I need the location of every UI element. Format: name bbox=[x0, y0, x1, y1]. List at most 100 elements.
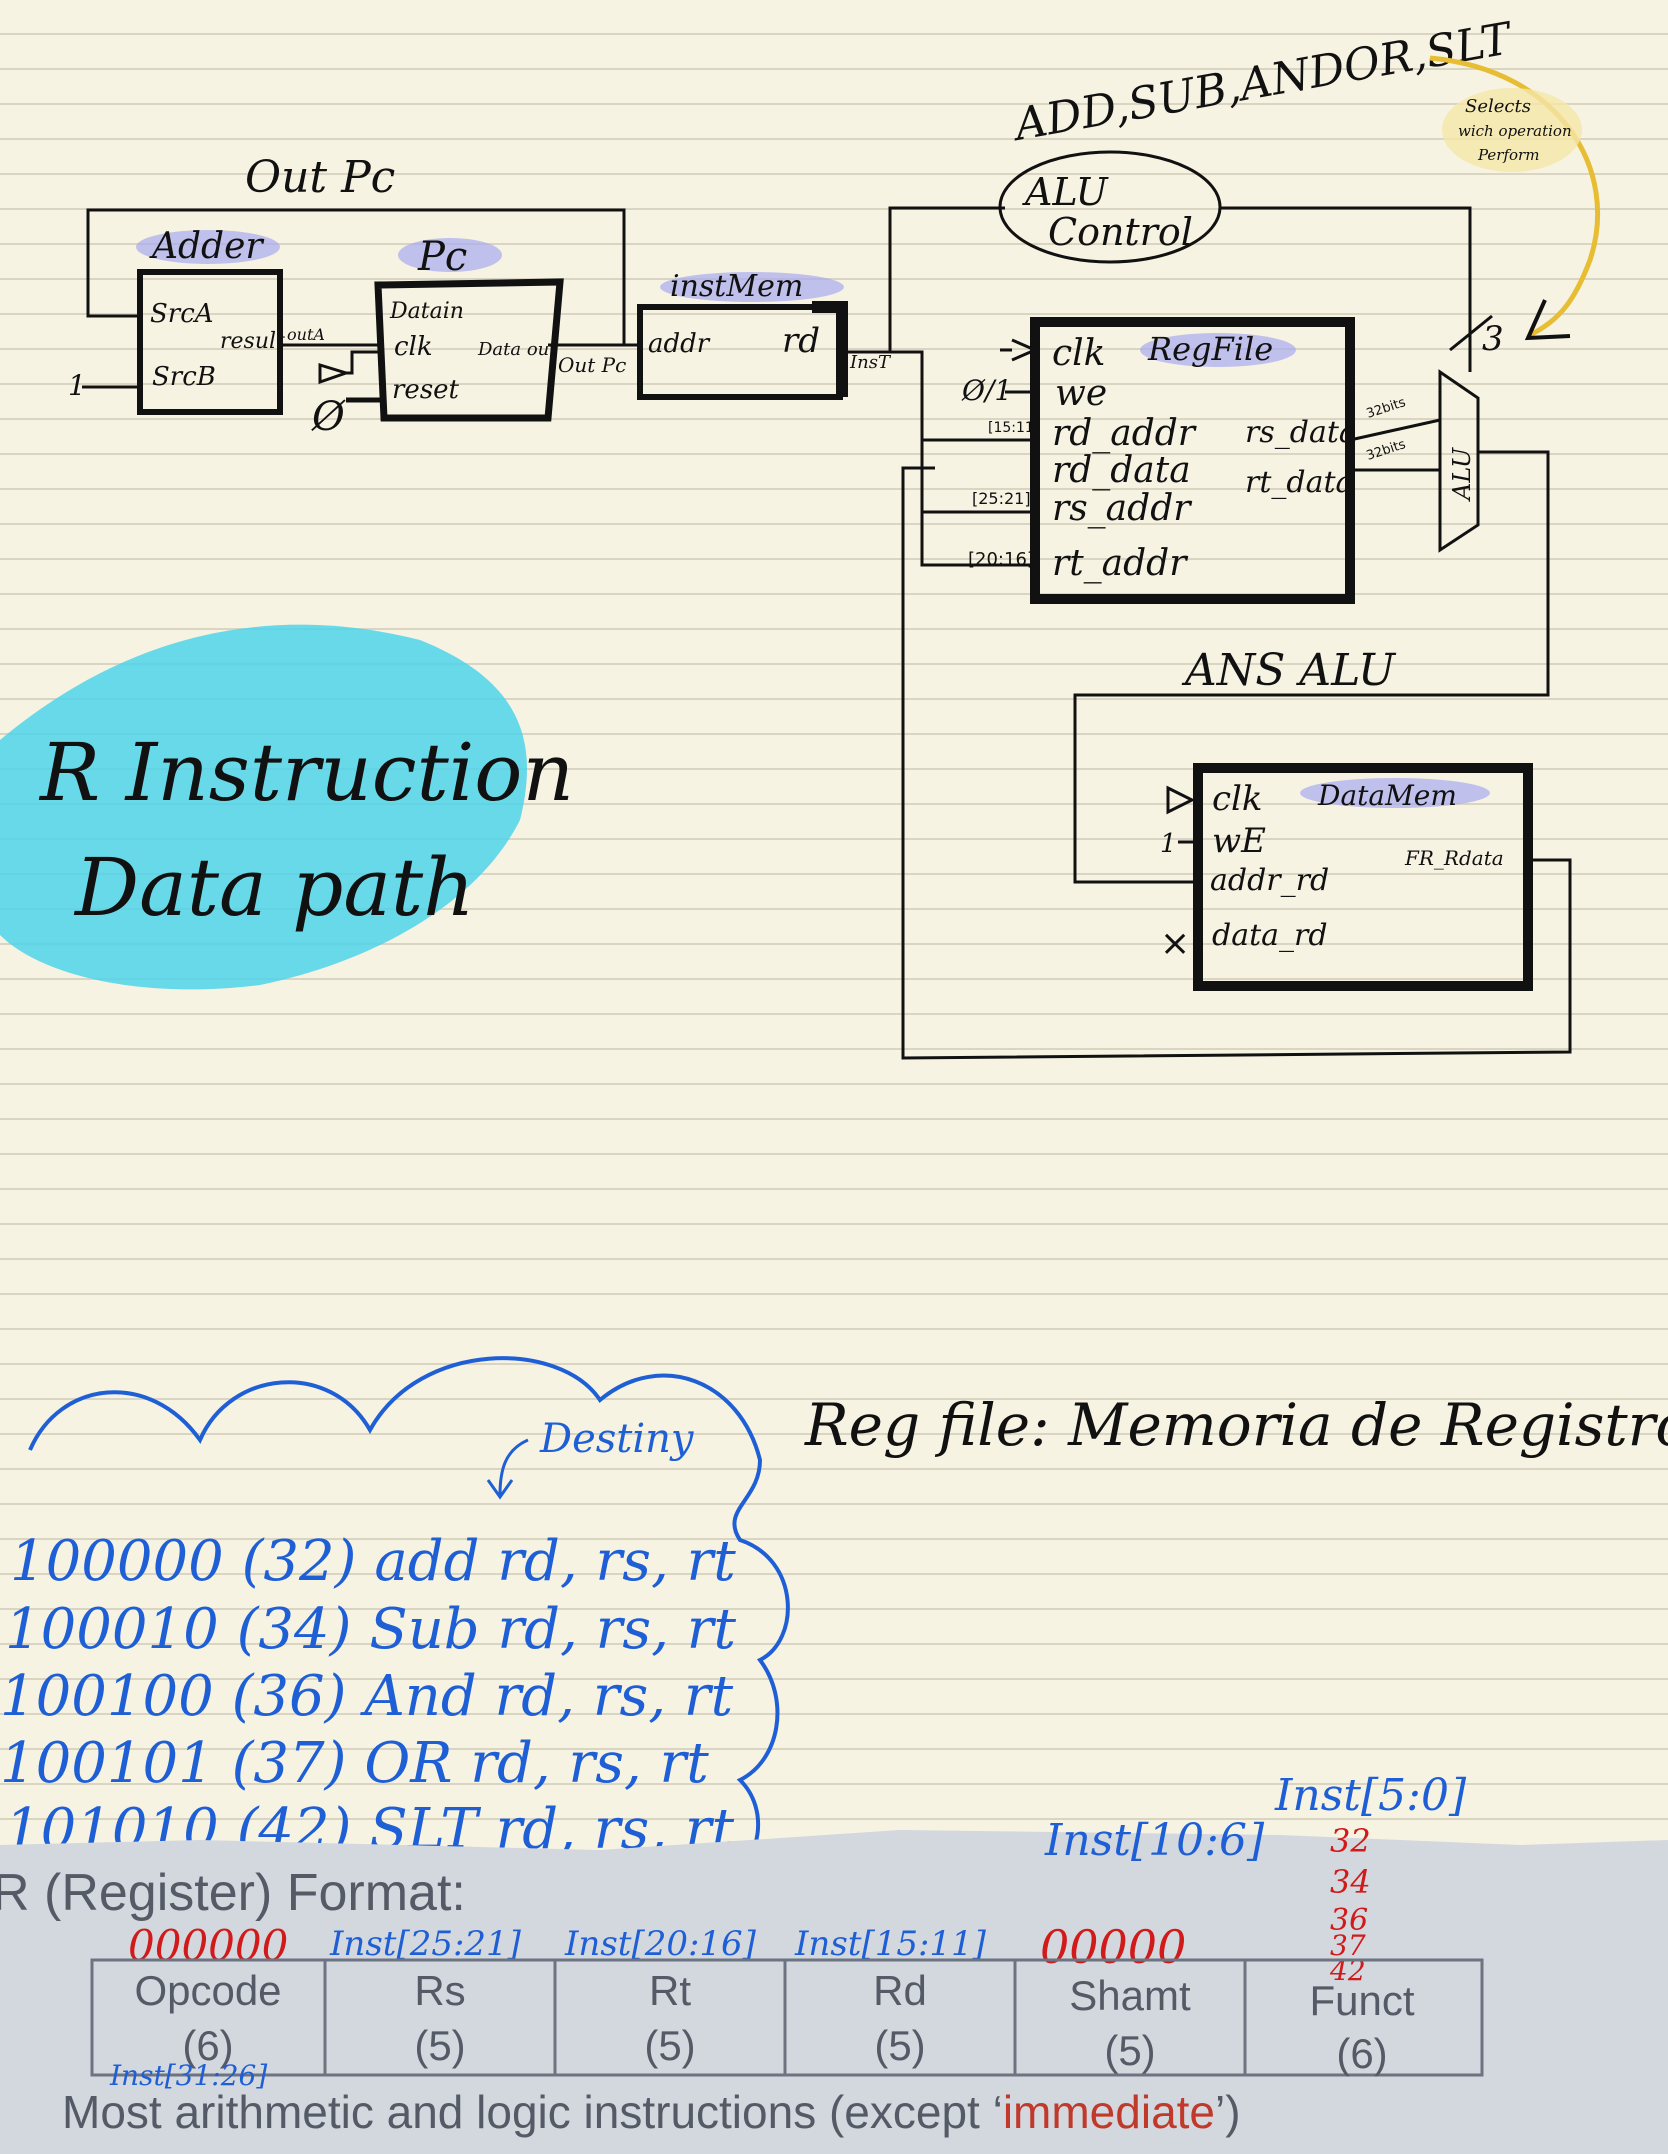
pc-block: Pc Datain clk reset Data out Ø Out Pc bbox=[311, 234, 640, 440]
datamem-title: DataMem bbox=[1317, 779, 1457, 812]
regfile-port-rd-data: rd_data bbox=[1052, 450, 1191, 491]
alu-control-line1: ALU bbox=[1022, 170, 1110, 214]
funct-value-34: 34 bbox=[1330, 1863, 1371, 1901]
pc-out-label: Out Pc bbox=[558, 353, 626, 377]
regfile-bits-rd: [15:11] bbox=[988, 420, 1039, 436]
regfile-width-rs: 32bits bbox=[1365, 395, 1408, 422]
regfile-port-clk: clk bbox=[1052, 333, 1106, 374]
field-opcode-name: Opcode bbox=[134, 1967, 281, 2014]
datamem-block: DataMem clk wE addr_rd data_rd FR_Rdata … bbox=[901, 466, 1572, 1060]
alu-control: ALU Control 3 bbox=[998, 150, 1504, 372]
instmem-rd: rd bbox=[782, 321, 820, 361]
destiny-label: Destiny bbox=[539, 1416, 695, 1462]
funct-value-32: 32 bbox=[1330, 1822, 1371, 1860]
footer-text-before: Most arithmetic and logic instructions (… bbox=[62, 2086, 1003, 2138]
field-rs-bits: (5) bbox=[414, 2022, 465, 2069]
datamem-x-mark: × bbox=[1160, 923, 1190, 964]
field-rd-bits: (5) bbox=[874, 2022, 925, 2069]
adder-port-b: SrcB bbox=[152, 362, 216, 392]
instmem-block: instMem addr rd InsT bbox=[637, 206, 1035, 567]
regfile-block: RegFile clk we rd_addr rd_data rs_addr r… bbox=[961, 317, 1441, 604]
regfile-port-rd-addr: rd_addr bbox=[1052, 413, 1197, 454]
regfile-title: RegFile bbox=[1147, 330, 1273, 368]
funct-item-or: 100101 (37) OR rd, rs, rt bbox=[0, 1731, 709, 1796]
alu-block: ALU ANS ALU bbox=[1073, 369, 1550, 884]
selects-note-line1: Selects bbox=[1465, 96, 1531, 117]
inst-15-11-note: Inst[15:11] bbox=[794, 1924, 987, 1964]
selects-note-line3: Perform bbox=[1477, 146, 1539, 164]
ans-alu-label: ANS ALU bbox=[1181, 645, 1397, 696]
title-line1: R Instruction bbox=[38, 726, 574, 819]
datamem-port-clk: clk bbox=[1212, 779, 1263, 819]
regfile-bits-rs: [25:21] bbox=[972, 489, 1031, 508]
regfile-note: Reg file: Memoria de Registros bbox=[804, 1391, 1668, 1459]
field-rt-bits: (5) bbox=[644, 2022, 695, 2069]
regfile-port-rs-addr: rs_addr bbox=[1052, 488, 1192, 529]
regfile-we-value: Ø/1 bbox=[961, 374, 1012, 407]
datamem-port-we: wE bbox=[1212, 821, 1266, 861]
format-heading: R (Register) Format: bbox=[0, 1864, 466, 1922]
inst-10-6-note: Inst[10:6] bbox=[1044, 1815, 1265, 1866]
adder-port-a: SrcA bbox=[150, 299, 214, 329]
shamt-zero-note: 00000 bbox=[1040, 1920, 1186, 1974]
alu-ctrl-bits: 3 bbox=[1482, 319, 1504, 359]
pc-reset-value: Ø bbox=[311, 394, 346, 440]
alu-label: ALU bbox=[1448, 447, 1476, 502]
regfile-port-rs-data: rs_data bbox=[1245, 415, 1357, 450]
cyan-highlight bbox=[0, 624, 527, 990]
field-shamt-name: Shamt bbox=[1069, 1972, 1191, 2019]
instmem-highlight bbox=[660, 272, 844, 302]
operations-curve-arrow bbox=[1429, 55, 1601, 338]
regfile-width-rt: 32bits bbox=[1365, 437, 1408, 464]
funct-value-36: 36 bbox=[1330, 1903, 1368, 1938]
funct-item-add: 100000 (32) add rd, rs, rt bbox=[10, 1529, 736, 1594]
adder-const-in: 1 bbox=[68, 369, 86, 402]
instmem-title: instMem bbox=[670, 269, 803, 304]
pc-reset: reset bbox=[392, 375, 460, 405]
field-funct-bits: (6) bbox=[1336, 2030, 1387, 2077]
format-table: Opcode (6) Rs (5) Rt (5) Rd (5) Shamt (5… bbox=[90, 1958, 1484, 2077]
field-rs-name: Rs bbox=[414, 1967, 465, 2014]
inst-5-0-note: Inst[5:0] bbox=[1274, 1770, 1467, 1821]
funct-item-and: 100100 (36) And rd, rs, rt bbox=[0, 1664, 734, 1729]
regfile-port-rt-data: rt_data bbox=[1245, 465, 1353, 500]
pc-highlight bbox=[398, 238, 502, 272]
regfile-highlight bbox=[1140, 333, 1296, 367]
datamem-highlight bbox=[1300, 778, 1490, 808]
format-footer: Most arithmetic and logic instructions (… bbox=[62, 2086, 1241, 2138]
adder-result: result bbox=[220, 329, 285, 354]
funct-value-37: 37 bbox=[1330, 1929, 1366, 1962]
instmem-addr: addr bbox=[648, 329, 711, 359]
pc-feedback-wire bbox=[86, 208, 626, 345]
field-rd-name: Rd bbox=[873, 1967, 927, 2014]
out-pc-label: Out Pc bbox=[245, 152, 395, 203]
funct-list: 100000 (32) add rd, rs, rt 100010 (34) S… bbox=[0, 1529, 737, 1862]
field-funct-name: Funct bbox=[1309, 1977, 1414, 2024]
arrow-head bbox=[1524, 299, 1571, 341]
pc-data-out: Data out bbox=[477, 339, 557, 360]
datamem-we-value: 1 bbox=[1160, 829, 1177, 859]
alu-control-line2: Control bbox=[1048, 210, 1193, 254]
footer-text-after: ’) bbox=[1215, 2086, 1241, 2138]
pc-title: Pc bbox=[417, 234, 467, 280]
regfile-port-rt-addr: rt_addr bbox=[1052, 543, 1188, 584]
footer-immediate: immediate bbox=[1003, 2086, 1215, 2138]
field-rt-name: Rt bbox=[649, 1967, 691, 2014]
pc-data-in: Datain bbox=[389, 299, 464, 324]
regfile-port-we: we bbox=[1055, 373, 1107, 414]
inst-25-21-note: Inst[25:21] bbox=[329, 1924, 522, 1964]
datamem-port-data: data_rd bbox=[1212, 918, 1328, 953]
blue-cloud-outline bbox=[28, 1356, 790, 1882]
datamem-port-out: FR_Rdata bbox=[1404, 846, 1504, 870]
format-photo: R (Register) Format: 000000 Inst[25:21] … bbox=[0, 1770, 1668, 2154]
pc-clk: clk bbox=[394, 332, 433, 362]
field-opcode-bits: (6) bbox=[182, 2022, 233, 2069]
destiny-arrow bbox=[486, 1438, 529, 1500]
operations-annotation: ADD,SUB,ANDOR,SLT bbox=[1007, 13, 1518, 152]
funct-item-sub: 100010 (34) Sub rd, rs, rt bbox=[5, 1597, 737, 1662]
selects-note-line2: wich operation bbox=[1458, 122, 1572, 140]
adder-out: outA bbox=[287, 325, 325, 344]
opcode-zero-note: 000000 bbox=[128, 1921, 288, 1970]
datamem-port-addr: addr_rd bbox=[1210, 863, 1329, 898]
